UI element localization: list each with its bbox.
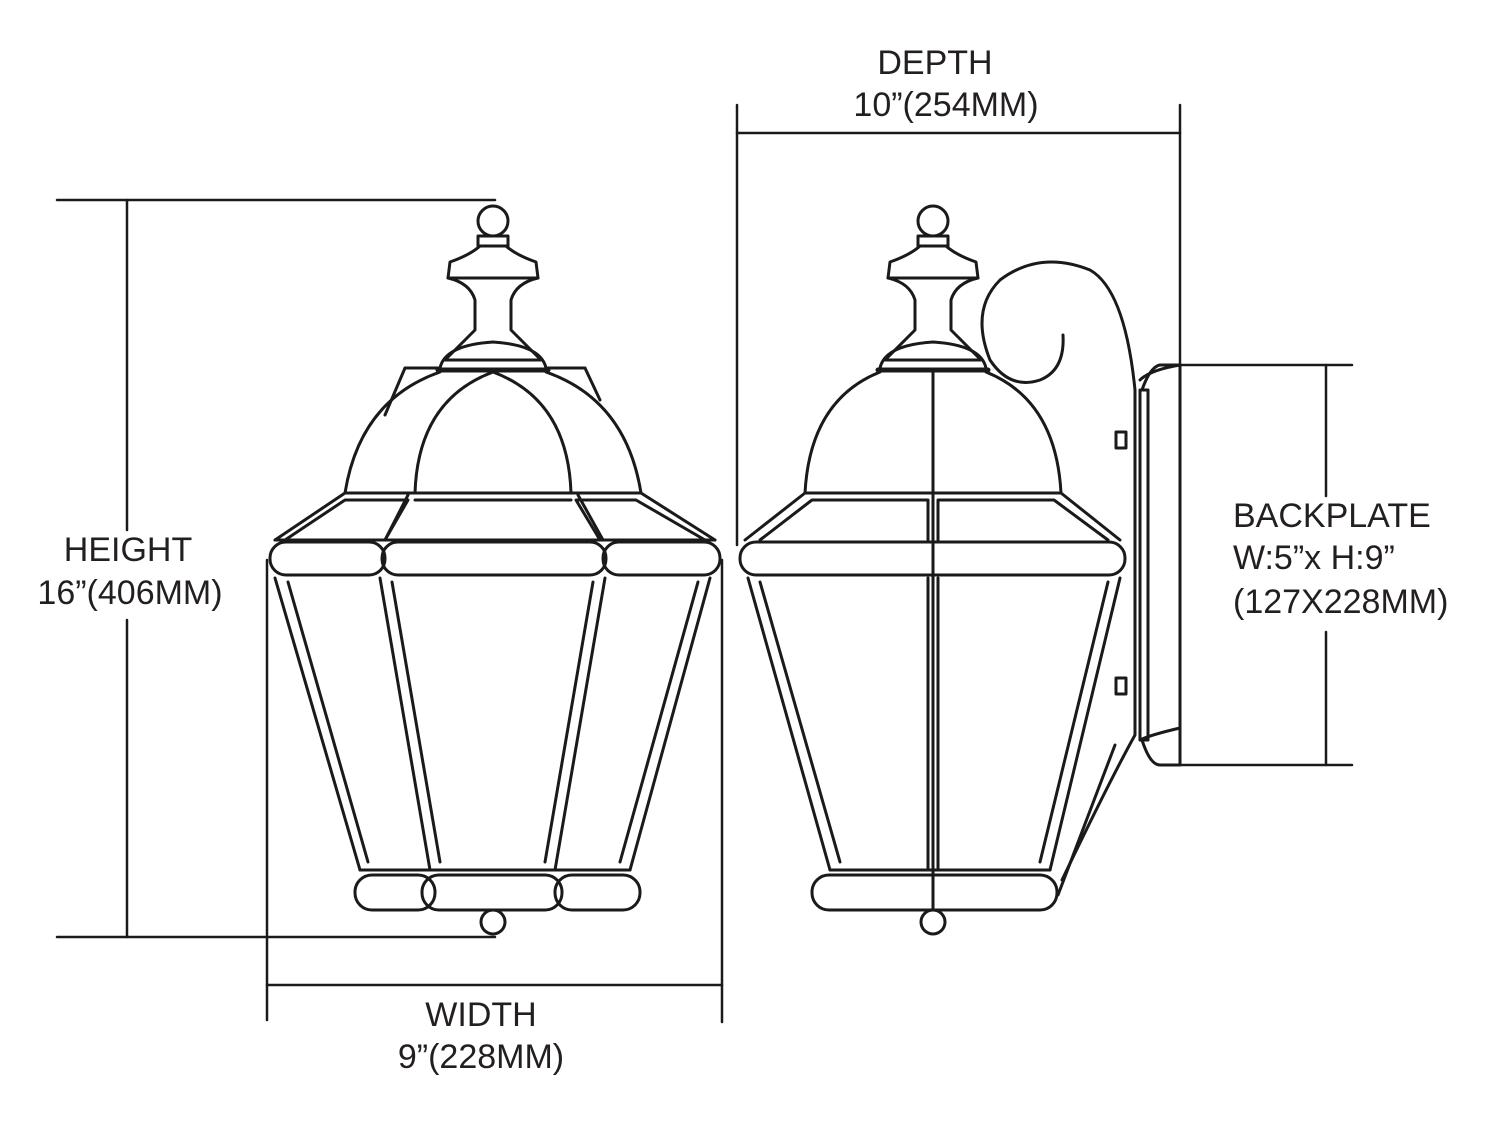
height-label: HEIGHT	[63, 531, 193, 569]
width-dimension	[265, 558, 724, 1024]
side-view-lantern	[738, 204, 1182, 936]
height-value: 16”(406MM)	[37, 574, 223, 612]
depth-dimension	[735, 103, 1182, 547]
depth-label: DEPTH	[877, 44, 993, 82]
depth-value: 10”(254MM)	[853, 86, 1039, 124]
front-view-lantern	[268, 204, 722, 936]
backplate-metric: (127X228MM)	[1233, 583, 1449, 621]
width-value: 9”(228MM)	[397, 1038, 565, 1076]
height-dimension	[55, 198, 497, 939]
backplate-label: BACKPLATE	[1233, 497, 1431, 535]
width-label: WIDTH	[425, 996, 537, 1034]
backplate-dimension	[1178, 363, 1354, 767]
backplate-size: W:5”x H:9”	[1233, 539, 1395, 577]
